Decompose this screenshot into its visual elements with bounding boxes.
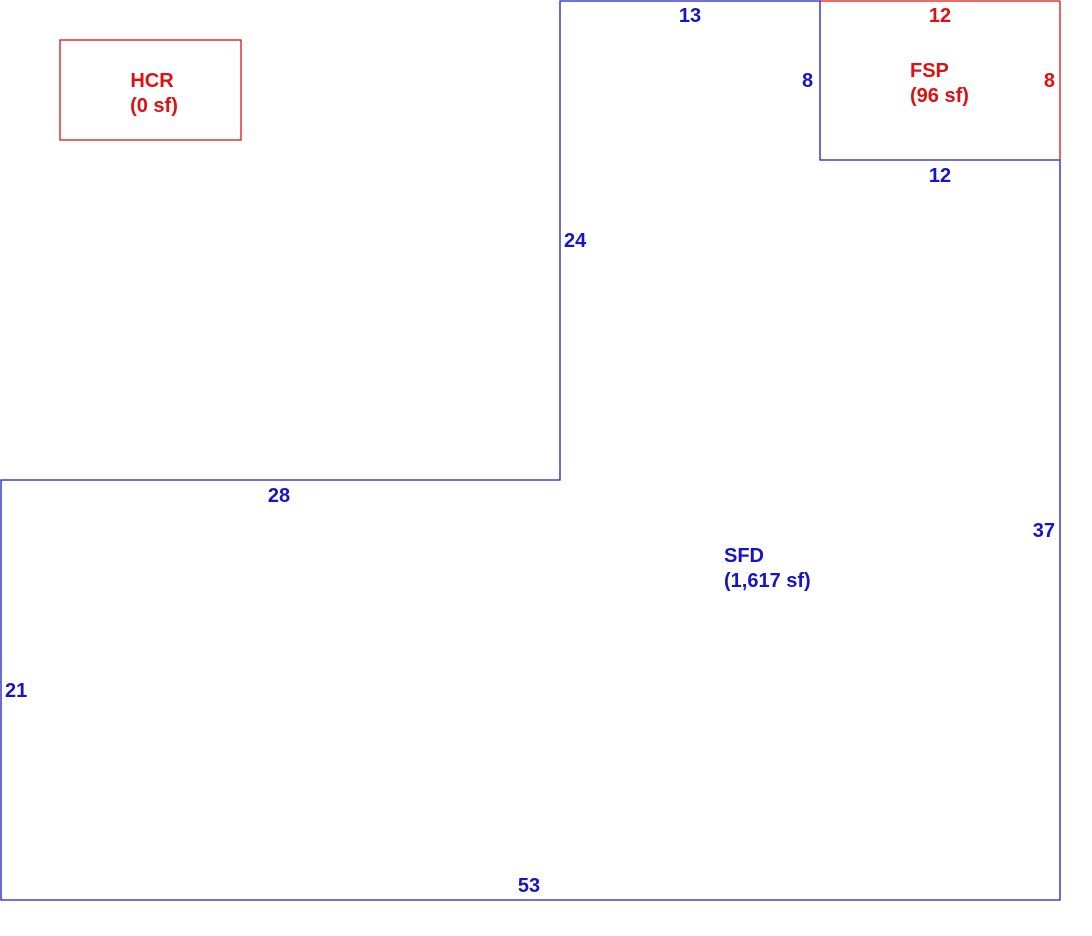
fsp-area-label: (96 sf)	[910, 85, 969, 107]
dimension-sfd-inner-horizontal: 28	[268, 485, 290, 507]
hcr-area-label: (0 sf)	[130, 95, 178, 117]
hcr-outline	[59, 39, 242, 141]
sfd-area-label: (1,617 sf)	[724, 570, 811, 592]
hcr-code-label: HCR	[130, 70, 174, 92]
sfd-outline	[0, 0, 1061, 901]
sfd-code-label: SFD	[724, 545, 764, 567]
dimension-sfd-bottom: 53	[518, 875, 540, 897]
dimension-sfd-inner-vertical: 24	[564, 230, 587, 252]
dimension-sfd-right: 37	[1033, 520, 1055, 542]
dimension-sfd-left: 21	[5, 680, 27, 702]
dimension-fsp-top: 12	[929, 5, 951, 27]
dimension-fsp-left: 8	[802, 70, 813, 92]
dimension-fsp-bottom: 12	[929, 165, 951, 187]
dimension-sfd-top: 13	[679, 5, 701, 27]
dimension-fsp-right: 8	[1044, 70, 1055, 92]
fsp-code-label: FSP	[910, 60, 949, 82]
